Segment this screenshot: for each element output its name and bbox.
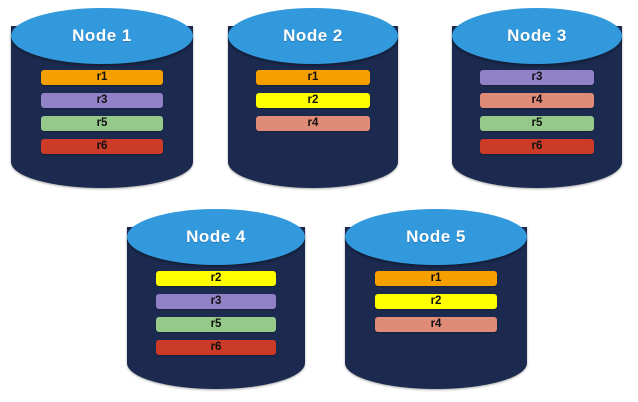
replica-list: r1 r2 r4 — [228, 70, 398, 131]
replica-bar-r4: r4 — [480, 93, 594, 108]
replica-list: r2 r3 r5 r6 — [127, 271, 305, 355]
cylinder-top-ellipse — [228, 8, 398, 64]
replica-bar-r6: r6 — [156, 340, 276, 355]
cylinder-top-ellipse — [127, 209, 305, 265]
cylinder-top-ellipse — [452, 8, 622, 64]
cylinder-top-ellipse — [345, 209, 527, 265]
replica-bar-r2: r2 — [375, 294, 497, 309]
replica-list: r1 r3 r5 r6 — [11, 70, 193, 154]
replica-list: r3 r4 r5 r6 — [452, 70, 622, 154]
replica-bar-r6: r6 — [41, 139, 163, 154]
cylinder-top-ellipse — [11, 8, 193, 64]
replica-bar-r4: r4 — [375, 317, 497, 332]
replica-bar-r3: r3 — [156, 294, 276, 309]
replica-bar-r5: r5 — [480, 116, 594, 131]
replica-bar-r3: r3 — [41, 93, 163, 108]
replica-bar-r1: r1 — [41, 70, 163, 85]
replica-bar-r2: r2 — [156, 271, 276, 286]
replica-bar-r6: r6 — [480, 139, 594, 154]
replica-bar-r1: r1 — [375, 271, 497, 286]
replica-bar-r2: r2 — [256, 93, 370, 108]
replica-bar-r3: r3 — [480, 70, 594, 85]
replica-bar-r5: r5 — [156, 317, 276, 332]
replica-bar-r4: r4 — [256, 116, 370, 131]
replica-list: r1 r2 r4 — [345, 271, 527, 332]
replica-bar-r5: r5 — [41, 116, 163, 131]
replica-bar-r1: r1 — [256, 70, 370, 85]
